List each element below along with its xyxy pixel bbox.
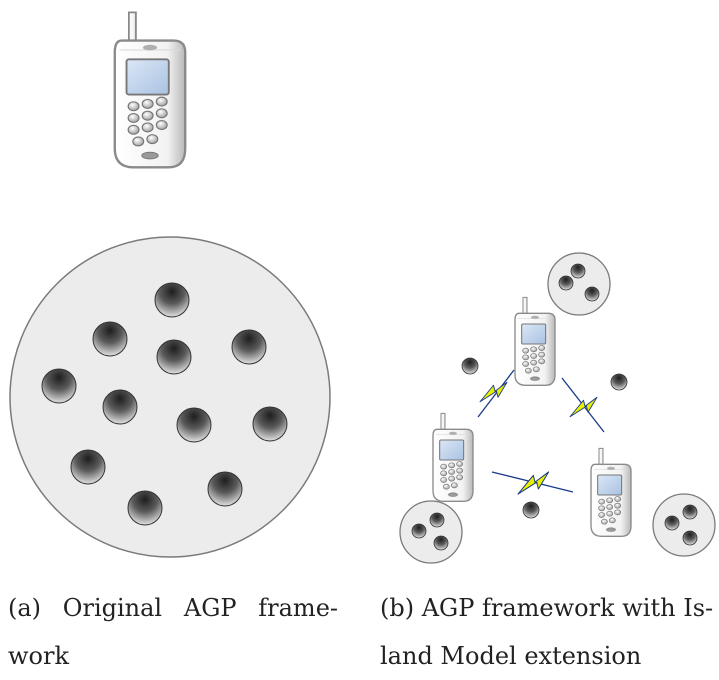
caption-a-word: AGP — [183, 594, 237, 622]
caption-a-label: (a) — [8, 594, 42, 622]
individual-ball-icon — [154, 282, 190, 318]
individual-balls — [41, 282, 288, 526]
caption-panel-a: (a) Original AGP frame- work — [8, 584, 338, 680]
individual-ball-icon — [102, 389, 138, 425]
caption-a-word: frame- — [258, 594, 338, 622]
lightning-link-icon — [477, 369, 515, 418]
panel-a — [9, 11, 331, 558]
individual-ball-icon — [41, 368, 77, 404]
island-cluster-top — [547, 252, 611, 316]
mobile-phone-icon — [514, 296, 556, 387]
caption-panel-b: (b) AGP framework with Is- land Model ex… — [380, 584, 714, 680]
caption-b-line-1: (b) AGP framework with Is- — [380, 594, 714, 622]
individual-ball-icon — [127, 490, 163, 526]
lightning-link-icon — [491, 471, 574, 495]
caption-a-word: Original — [62, 594, 163, 622]
individual-ball-icon — [156, 339, 192, 375]
individual-ball-icon — [231, 329, 267, 365]
island-cluster-bottom-right — [652, 493, 716, 557]
individual-ball-icon — [176, 407, 212, 443]
caption-b-line-2: land Model extension — [380, 642, 642, 670]
individual-ball-icon — [252, 406, 288, 442]
island-cluster-bottom-left — [399, 500, 463, 564]
individual-ball-icon — [207, 471, 243, 507]
mobile-phone-icon — [590, 447, 632, 538]
caption-a-line-2: work — [8, 642, 70, 670]
individual-ball-icon — [522, 501, 540, 519]
mobile-phone-icon — [113, 11, 187, 169]
lightning-link-icon — [561, 377, 605, 433]
individual-ball-icon — [70, 449, 106, 485]
caption-a-line-1: (a) Original AGP frame- — [8, 584, 338, 632]
mobile-phone-icon — [432, 412, 474, 503]
agp-diagram — [9, 11, 716, 564]
panel-b — [399, 252, 716, 564]
individual-ball-icon — [461, 357, 479, 375]
individual-ball-icon — [610, 373, 628, 391]
individual-ball-icon — [92, 321, 128, 357]
